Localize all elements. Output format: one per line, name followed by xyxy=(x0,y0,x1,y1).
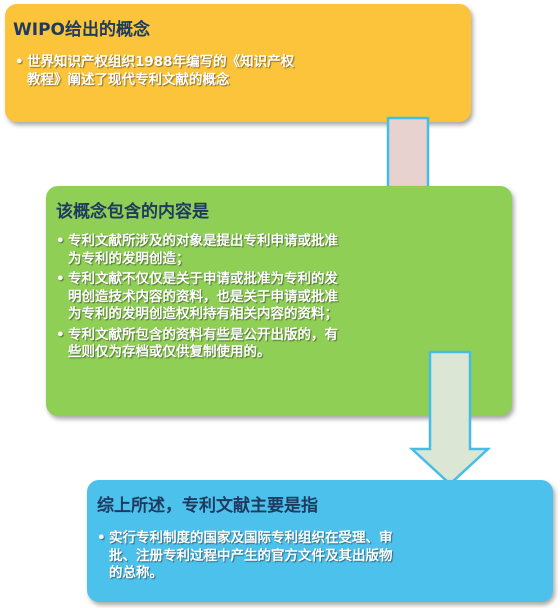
box-list-content: 专利文献所涉及的对象是提出专利申请或批准为专利的发明创造； 专利文献不仅仅是关于… xyxy=(56,233,341,365)
box-list-summary: 实行专利制度的国家及国际专利组织在受理、审批、注册专利过程中产生的官方文件及其出… xyxy=(97,530,397,583)
list-item: 专利文献所包含的资料有些是公开出版的，有些则仅为存档或仅供复制使用的。 xyxy=(56,327,341,362)
list-item: 专利文献所涉及的对象是提出专利申请或批准为专利的发明创造； xyxy=(56,233,341,268)
list-item: 世界知识产权组织1988年编写的《知识产权教程》阐述了现代专利文献的概念 xyxy=(15,54,295,89)
concept-box-wipo: WIPO给出的概念 世界知识产权组织1988年编写的《知识产权教程》阐述了现代专… xyxy=(5,4,471,122)
list-item: 专利文献不仅仅是关于申请或批准为专利的发明创造技术内容的资料，也是关于申请或批准… xyxy=(56,271,341,324)
box-title-content: 该概念包含的内容是 xyxy=(56,202,209,222)
box-title-wipo: WIPO给出的概念 xyxy=(13,20,150,40)
summary-box: 综上所述，专利文献主要是指 实行专利制度的国家及国际专利组织在受理、审批、注册专… xyxy=(87,480,553,602)
box-title-summary: 综上所述，专利文献主要是指 xyxy=(97,496,318,516)
box-list-wipo: 世界知识产权组织1988年编写的《知识产权教程》阐述了现代专利文献的概念 xyxy=(15,54,295,89)
list-item: 实行专利制度的国家及国际专利组织在受理、审批、注册专利过程中产生的官方文件及其出… xyxy=(97,530,397,583)
down-arrow-icon xyxy=(408,350,492,486)
